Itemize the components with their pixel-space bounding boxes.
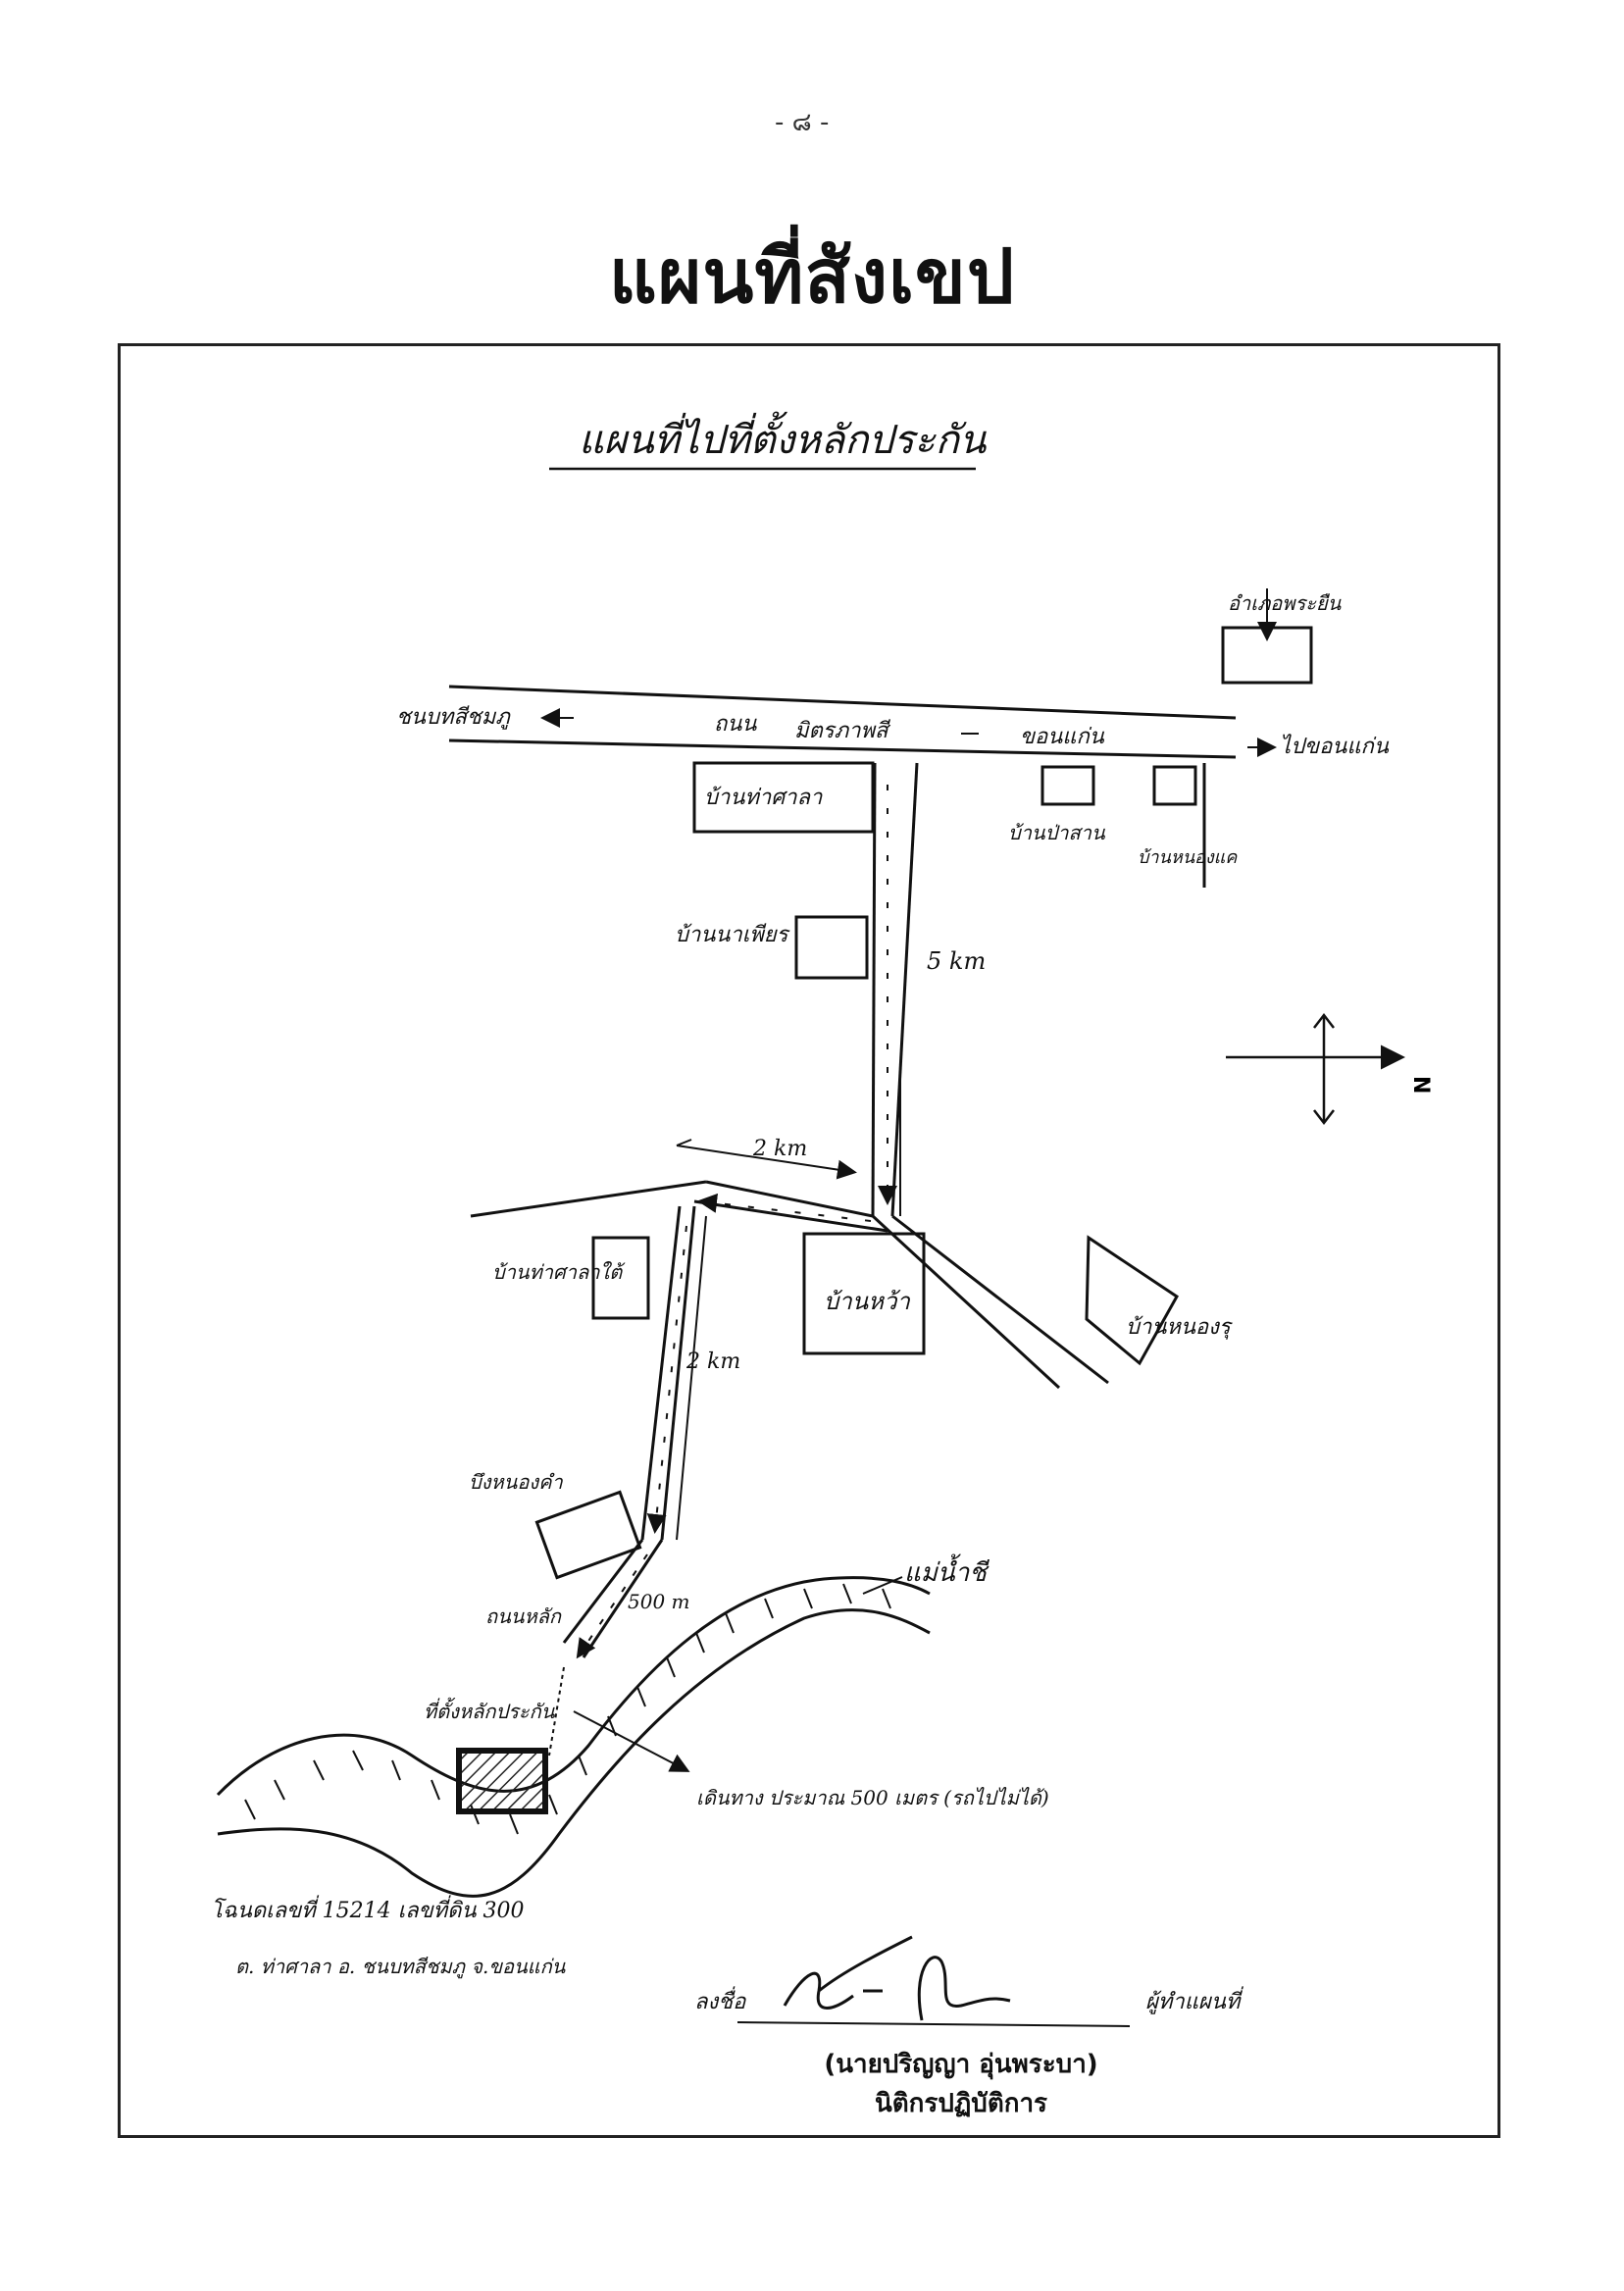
district-office-label: อำเภอพระยืน xyxy=(1228,591,1343,615)
signer-position: นิติกรปฏิบัติการ xyxy=(874,2089,1048,2118)
right-destination-label: ไปขอนแก่น xyxy=(1280,734,1390,759)
south-road-right xyxy=(660,1205,696,1541)
sign-label: ลงชื่อ xyxy=(694,1986,746,2014)
route-arrow-4 xyxy=(576,1553,648,1659)
page-number: - ๘ - xyxy=(775,108,830,137)
distance-2km-horizontal: 2 km xyxy=(752,1137,807,1161)
walk-note-arrow xyxy=(573,1710,690,1772)
village-2-label: บ้านป่าสาน xyxy=(1008,821,1106,844)
road-name-2: มิตรภาพสี xyxy=(794,719,891,743)
compass-down-arrow xyxy=(1313,1109,1335,1126)
signer-name: (นายปริญญา อุ่นพระบา) xyxy=(824,2050,1098,2079)
left-destination-label: ชนบทสีชมภู xyxy=(396,705,511,730)
village-8-building xyxy=(534,1490,642,1580)
river-label: แม่น้ำชี xyxy=(904,1553,990,1588)
diagonal-road-2 xyxy=(891,1214,1109,1385)
diagonal-road-1 xyxy=(871,1214,1061,1390)
dimension-2km-start xyxy=(676,1139,692,1146)
village-8-label: บึงหนองคำ xyxy=(469,1470,563,1494)
village-1-building xyxy=(692,761,875,834)
collateral-plot xyxy=(456,1748,548,1814)
compass-up-arrow xyxy=(1313,1012,1335,1029)
walk-note: เดินทาง ประมาณ 500 เมตร (รถไปไม่ได้) xyxy=(696,1786,1049,1809)
highway-top-edge xyxy=(448,685,1237,720)
path-right xyxy=(582,1539,664,1658)
village-7-label: บ้านหนองรุ xyxy=(1126,1315,1234,1340)
village-6-building xyxy=(802,1232,926,1355)
distance-500m: 500 m xyxy=(628,1590,690,1613)
village-5-building xyxy=(591,1236,650,1320)
village-3-label: บ้านหนองแค xyxy=(1138,847,1238,868)
south-road-dimension xyxy=(676,1215,707,1541)
paved-road-label: ถนนหลัก xyxy=(485,1604,562,1628)
collateral-location-label: ที่ตั้งหลักประกัน xyxy=(424,1697,556,1723)
branch-road-bottom xyxy=(693,1199,888,1233)
map-frame xyxy=(118,343,1500,2138)
branch-road-top xyxy=(470,1180,707,1218)
village-6-label: บ้านหว้า xyxy=(824,1288,911,1315)
route-arrow-3 xyxy=(646,1225,687,1534)
village-5-label: บ้านท่าศาลาใต้ xyxy=(492,1260,626,1284)
page-title: แผนที่สังเขป xyxy=(608,232,1016,320)
village-1-label: บ้านท่าศาลา xyxy=(704,786,823,810)
village-7-building xyxy=(1085,1235,1179,1366)
deed-line-1: โฉนดเลขที่ 15214 เลขที่ดิน 300 xyxy=(211,1895,525,1923)
role-label: ผู้ทำแผนที่ xyxy=(1145,1986,1243,2014)
vertical-road-right-edge xyxy=(890,762,919,1217)
road-name-3: ขอนแก่น xyxy=(1020,725,1105,749)
river-bottom-bank xyxy=(217,1608,931,1898)
distance-5km: 5 km xyxy=(927,947,986,975)
handwritten-signature xyxy=(783,1935,1011,2021)
village-4-building xyxy=(794,915,869,980)
river-top-bank xyxy=(216,1576,931,1797)
vertical-road-left-edge xyxy=(871,762,877,1217)
south-road-left xyxy=(640,1205,682,1541)
village-2-building xyxy=(1040,765,1095,806)
signature-line xyxy=(736,2021,1131,2027)
river-pointer xyxy=(862,1576,903,1595)
village-3-building xyxy=(1152,765,1197,806)
route-arrow-2 xyxy=(697,1193,872,1222)
path-left xyxy=(562,1539,644,1644)
highway-bottom-edge xyxy=(448,738,1237,759)
road-name-1: ถนน xyxy=(714,712,757,737)
dimension-2km-line xyxy=(676,1145,857,1180)
distance-2km-vertical: 2 km xyxy=(685,1349,740,1374)
map-heading: แผนที่ไปที่ตั้งหลักประกัน xyxy=(579,411,988,463)
branch-road-top-2 xyxy=(705,1180,874,1218)
village-4-label: บ้านนาเพียร xyxy=(675,923,791,947)
compass-north-label: N xyxy=(1408,1076,1433,1094)
deed-line-2: ต. ท่าศาลา อ. ชนบทสีชมภู จ.ขอนแก่น xyxy=(235,1955,567,1979)
